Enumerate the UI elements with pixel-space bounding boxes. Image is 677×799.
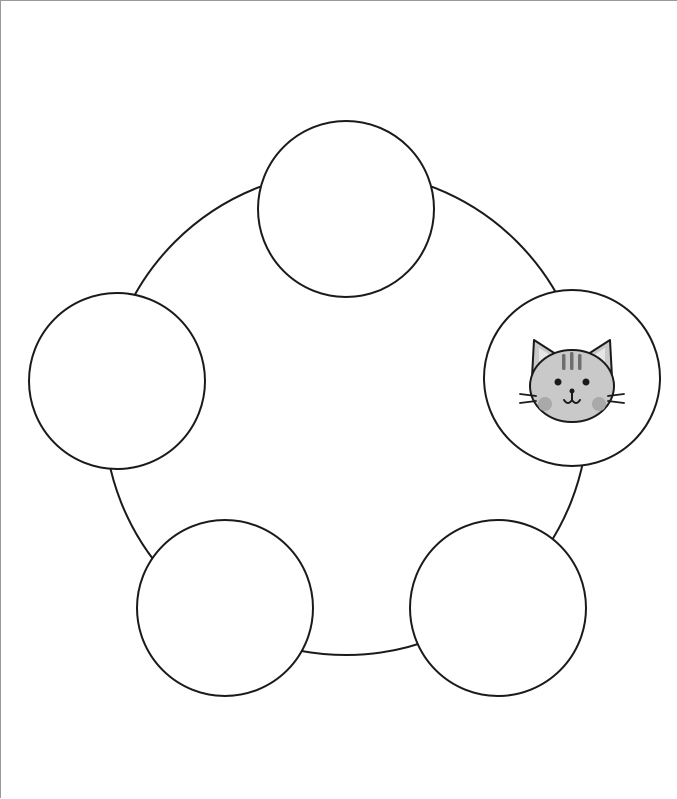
cycle-node-bottom-right	[410, 520, 586, 696]
cycle-node-top	[258, 121, 434, 297]
cycle-node-bottom-left	[137, 520, 313, 696]
cycle-node-left	[29, 293, 205, 469]
